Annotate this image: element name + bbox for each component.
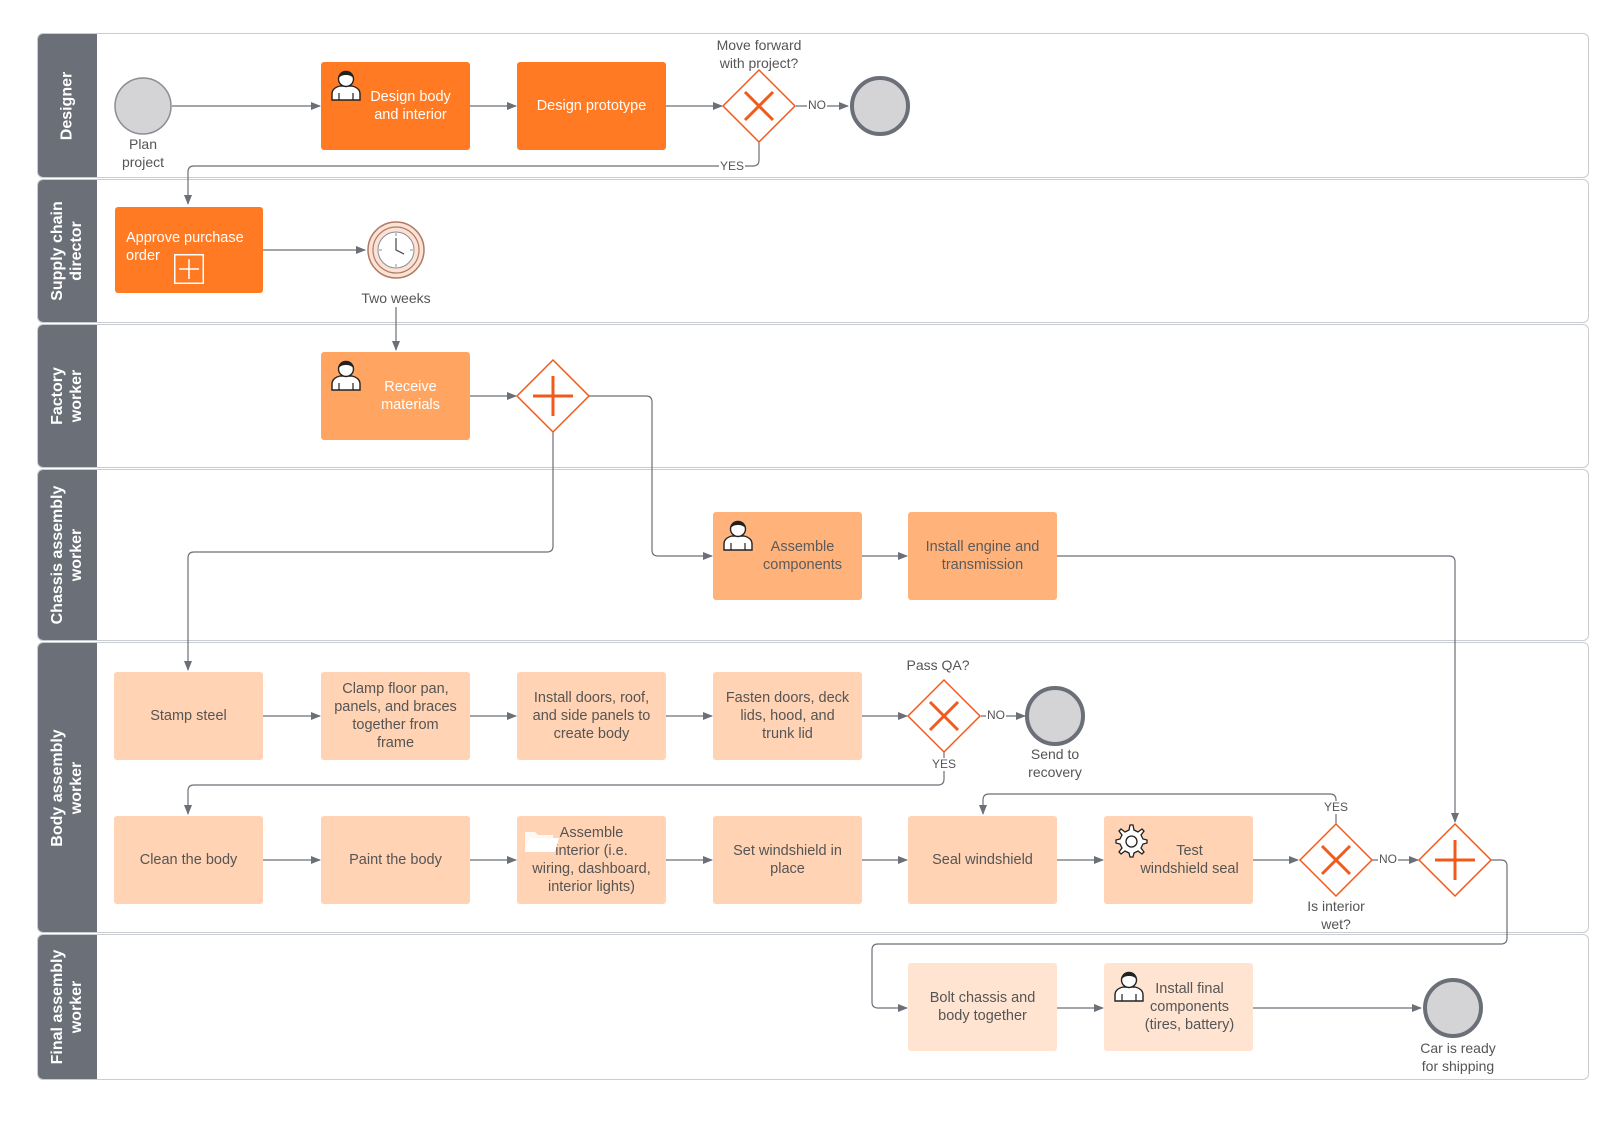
lane-header: Chassis assembly worker xyxy=(38,470,97,640)
exclusive-gateway-pass-qa xyxy=(906,678,982,754)
flow-label-yes: YES xyxy=(931,757,958,771)
gear-icon xyxy=(1115,824,1148,858)
task-install-doors-roof[interactable]: Install doors, roof, and side panels to … xyxy=(517,672,666,760)
task-label: Assemble interior (i.e. wiring, dashboar… xyxy=(532,825,651,895)
lane-header: Body assembly worker xyxy=(38,643,97,932)
gateway-label: Move forward with project? xyxy=(716,37,802,71)
gateway-label: Is interior wet? xyxy=(1307,898,1365,932)
lane-header: Final assembly worker xyxy=(38,935,97,1079)
task-clean-body[interactable]: Clean the body xyxy=(114,816,263,904)
task-label: Clean the body xyxy=(139,852,238,868)
exclusive-gateway-move-forward xyxy=(721,68,797,144)
task-label: Set windshield in place xyxy=(733,843,842,877)
task-seal-windshield[interactable]: Seal windshield xyxy=(908,816,1057,904)
gateway-label: Pass QA? xyxy=(906,657,970,673)
task-label: Install final components (tires, battery… xyxy=(1144,981,1235,1033)
task-label: Design prototype xyxy=(536,98,647,114)
task-clamp-floor-pan[interactable]: Clamp floor pan, panels, and braces toge… xyxy=(321,672,470,760)
flow-connector xyxy=(1057,555,1459,823)
task-paint-body[interactable]: Paint the body xyxy=(321,816,470,904)
flow-label-yes: YES xyxy=(1323,800,1350,814)
flow-connector xyxy=(589,395,713,560)
flow-connector xyxy=(184,432,554,671)
task-design-prototype[interactable]: Design prototype xyxy=(517,62,666,150)
task-label: Clamp floor pan, panels, and braces toge… xyxy=(334,681,457,751)
parallel-gateway-join xyxy=(1417,822,1493,898)
task-label: Fasten doors, deck lids, hood, and trunk… xyxy=(725,690,850,742)
flow-connector xyxy=(184,752,945,815)
task-label: Install engine and transmission xyxy=(925,539,1040,573)
task-set-windshield[interactable]: Set windshield in place xyxy=(713,816,862,904)
flow-connector xyxy=(184,141,760,205)
lane-supply-chain-director: Supply chain director xyxy=(37,179,1589,323)
lane-header: Factory worker xyxy=(38,325,97,467)
task-install-engine[interactable]: Install engine and transmission xyxy=(908,512,1057,600)
end-event xyxy=(850,76,910,136)
flow-label-yes: YES xyxy=(719,159,746,173)
task-label: Design body and interior xyxy=(370,89,451,123)
task-test-windshield-seal[interactable]: Test windshield seal xyxy=(1104,816,1253,904)
end-event-label: Car is ready for shipping xyxy=(1420,1040,1496,1074)
end-event-shipping xyxy=(1423,978,1483,1038)
task-label: Install doors, roof, and side panels to … xyxy=(532,690,651,742)
plus-box-icon xyxy=(174,254,204,284)
task-label: Paint the body xyxy=(349,852,442,868)
task-label: Test windshield seal xyxy=(1140,843,1239,877)
task-assemble-components[interactable]: Assemble components xyxy=(713,512,862,600)
lane-final-assembly-worker: Final assembly worker xyxy=(37,934,1589,1080)
user-icon xyxy=(331,360,361,391)
task-label: Approve purchase order xyxy=(126,230,244,264)
flow-connector xyxy=(979,793,1337,824)
exclusive-gateway-interior-wet xyxy=(1298,822,1374,898)
start-event xyxy=(114,77,172,135)
task-assemble-interior[interactable]: Assemble interior (i.e. wiring, dashboar… xyxy=(517,816,666,904)
start-event-label: Plan project xyxy=(121,136,165,170)
user-icon xyxy=(331,70,361,101)
task-label: Seal windshield xyxy=(932,852,1033,868)
task-label: Bolt chassis and body together xyxy=(929,990,1036,1024)
user-icon xyxy=(723,520,753,551)
task-label: Assemble components xyxy=(763,539,842,573)
flow-connector xyxy=(871,859,1508,1012)
folder-icon xyxy=(525,832,559,852)
lane-header: Supply chain director xyxy=(38,180,97,322)
task-bolt-chassis[interactable]: Bolt chassis and body together xyxy=(908,963,1057,1051)
task-label: Receive materials xyxy=(381,379,440,413)
end-event-recovery xyxy=(1025,686,1085,746)
end-event-label: Send to recovery xyxy=(1028,746,1082,780)
task-label: Stamp steel xyxy=(150,708,227,724)
task-fasten-doors[interactable]: Fasten doors, deck lids, hood, and trunk… xyxy=(713,672,862,760)
clock-icon xyxy=(367,221,425,279)
flow-label-no: NO xyxy=(807,98,827,112)
lane-header: Designer xyxy=(38,34,97,177)
flow-label-no: NO xyxy=(986,708,1006,722)
lane-factory-worker: Factory worker xyxy=(37,324,1589,468)
user-icon xyxy=(1114,971,1144,1002)
parallel-gateway-factory xyxy=(515,358,591,434)
flow-label-no: NO xyxy=(1378,852,1398,866)
timer-label: Two weeks xyxy=(361,290,431,306)
task-stamp-steel[interactable]: Stamp steel xyxy=(114,672,263,760)
